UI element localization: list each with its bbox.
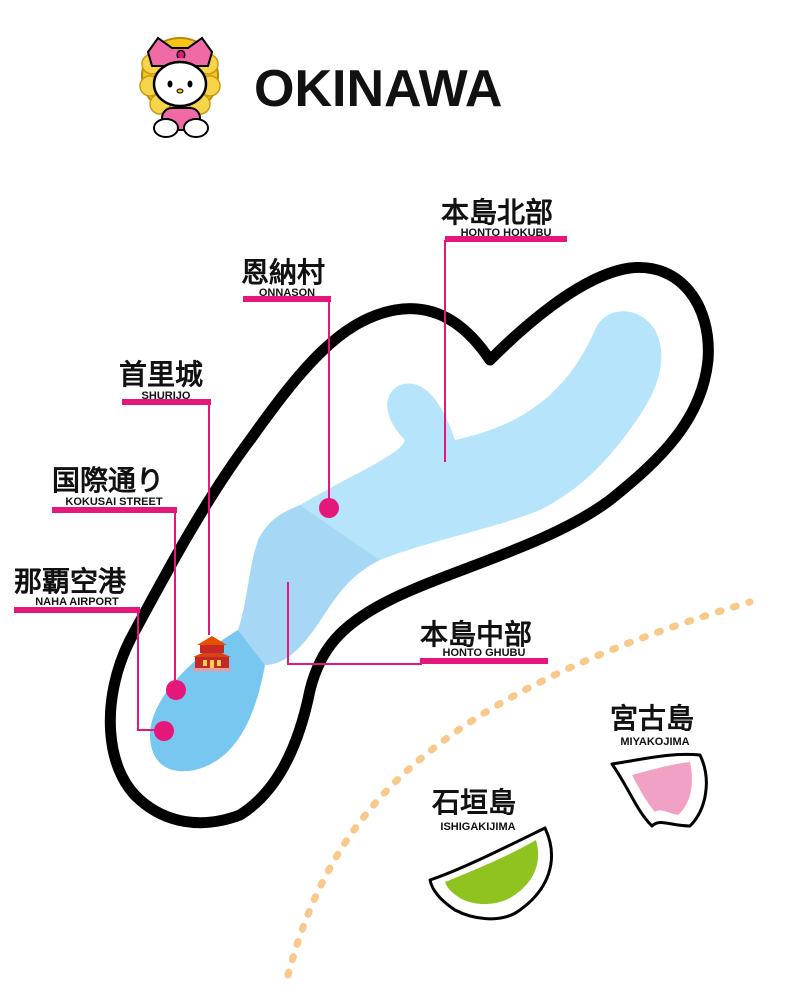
label-naha-jp: 那覇空港: [14, 565, 127, 598]
label-onnason-jp: 恩納村: [241, 256, 325, 289]
page-title: OKINAWA: [254, 60, 502, 118]
bar-shurijo: [122, 399, 211, 405]
bar-naha: [14, 607, 140, 613]
marker-naha-airport[interactable]: [154, 721, 174, 741]
label-chubu-en: HONTO GHUBU: [443, 647, 526, 659]
bar-chubu: [420, 658, 548, 664]
label-hokubu-en: HONTO HOKUBU: [461, 227, 552, 239]
leader-chubu: [287, 582, 422, 665]
bar-onnason: [243, 296, 331, 302]
region-chubu: [238, 505, 380, 665]
label-bars: [14, 236, 567, 664]
miyakojima-fill: [632, 762, 692, 815]
label-chubu-jp: 本島中部: [420, 618, 532, 651]
region-hokubu: [300, 311, 662, 560]
label-kokusai-en: KOKUSAI STREET: [65, 496, 162, 508]
label-onnason-en: ONNASON: [259, 287, 315, 299]
label-naha-en: NAHA AIRPORT: [35, 596, 119, 608]
label-ishigaki-en: ISHIGAKIJIMA: [440, 821, 515, 833]
hello-kitty-shisa-icon: [139, 36, 221, 138]
label-kokusai-jp: 国際通り: [52, 464, 164, 497]
ishigakijima-fill: [445, 840, 539, 905]
leader-lines: [137, 240, 446, 731]
label-ishigaki-jp: 石垣島: [431, 786, 516, 819]
label-hokubu-jp: 本島北部: [441, 196, 553, 229]
label-miyako-jp: 宮古島: [610, 702, 694, 735]
label-miyako-en: MIYAKOJIMA: [620, 736, 689, 748]
marker-kokusai[interactable]: [166, 680, 186, 700]
marker-onnason[interactable]: [319, 498, 339, 518]
route-dashed-line: [284, 598, 754, 979]
bar-hokubu: [445, 236, 567, 242]
bar-kokusai: [52, 507, 177, 513]
label-shurijo-jp: 首里城: [119, 358, 203, 391]
shuri-castle-icon[interactable]: [193, 636, 231, 671]
region-south: [150, 630, 265, 772]
label-shurijo-en: SHURIJO: [142, 390, 191, 402]
leader-naha: [137, 611, 160, 731]
